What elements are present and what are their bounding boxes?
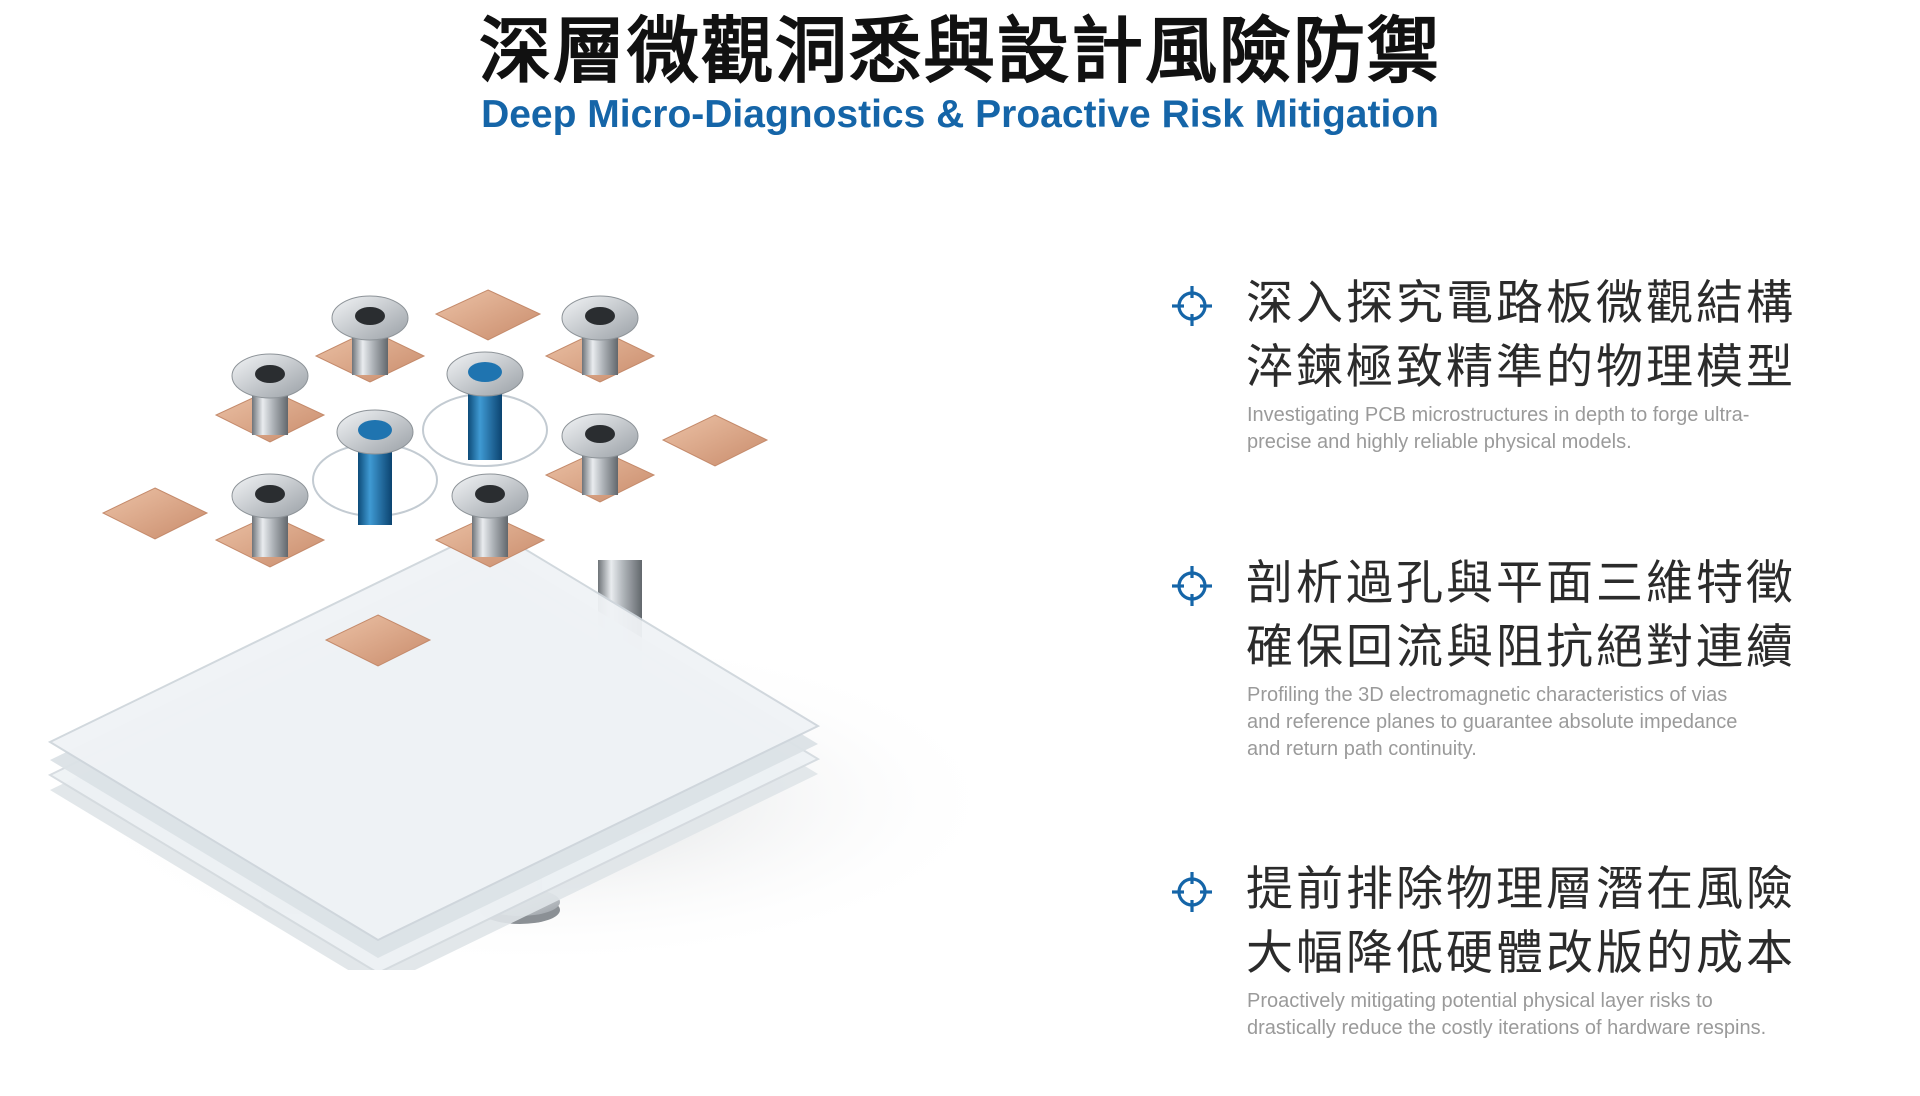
crosshair-icon	[1172, 872, 1212, 912]
blue-signal-vias	[336, 351, 524, 525]
feature-description-line: and reference planes to guarantee absolu…	[1247, 711, 1738, 733]
feature-description: Investigating PCB microstructures in dep…	[1247, 402, 1847, 456]
feature-description-line: Proactively mitigating potential physica…	[1247, 990, 1713, 1012]
feature-item: 提前排除物理層潛在風險 大幅降低硬體改版的成本 Proactively miti…	[1170, 858, 1890, 1039]
feature-heading-line: 確保回流與阻抗絕對連續	[1246, 620, 1796, 675]
feature-heading: 深入探究電路板微觀結構 淬鍊極致精準的物理模型	[1246, 272, 1886, 400]
feature-heading-line: 剖析過孔與平面三維特徵	[1246, 556, 1796, 611]
feature-description-line: drastically reduce the costly iterations…	[1247, 1017, 1767, 1039]
feature-heading-line: 深入探究電路板微觀結構	[1246, 276, 1796, 331]
copper-pads	[101, 289, 769, 667]
page-subtitle: Deep Micro-Diagnostics & Proactive Risk …	[481, 93, 1439, 136]
silver-vias	[231, 295, 639, 557]
feature-description-line: Profiling the 3D electromagnetic charact…	[1247, 684, 1728, 706]
feature-description-line: Investigating PCB microstructures in dep…	[1247, 404, 1750, 426]
feature-description-line: precise and highly reliable physical mod…	[1247, 431, 1632, 453]
feature-heading: 剖析過孔與平面三維特徵 確保回流與阻抗絕對連續	[1246, 552, 1886, 680]
feature-item: 剖析過孔與平面三維特徵 確保回流與阻抗絕對連續 Profiling the 3D…	[1170, 552, 1890, 760]
crosshair-icon	[1172, 566, 1212, 606]
feature-description: Profiling the 3D electromagnetic charact…	[1247, 682, 1847, 763]
page-title: 深層微觀洞悉與設計風險防禦	[478, 9, 1441, 93]
feature-heading-line: 提前排除物理層潛在風險	[1246, 862, 1796, 917]
feature-description-line: and return path continuity.	[1247, 738, 1477, 760]
feature-item: 深入探究電路板微觀結構 淬鍊極致精準的物理模型 Investigating PC…	[1170, 272, 1890, 453]
upper-glass-plate	[47, 526, 821, 958]
feature-heading-line: 淬鍊極致精準的物理模型	[1246, 340, 1796, 395]
feature-description: Proactively mitigating potential physica…	[1247, 988, 1847, 1042]
pcb-via-illustration	[47, 289, 1010, 970]
feature-heading-line: 大幅降低硬體改版的成本	[1246, 926, 1796, 981]
crosshair-icon	[1172, 286, 1212, 326]
feature-heading: 提前排除物理層潛在風險 大幅降低硬體改版的成本	[1246, 858, 1886, 986]
